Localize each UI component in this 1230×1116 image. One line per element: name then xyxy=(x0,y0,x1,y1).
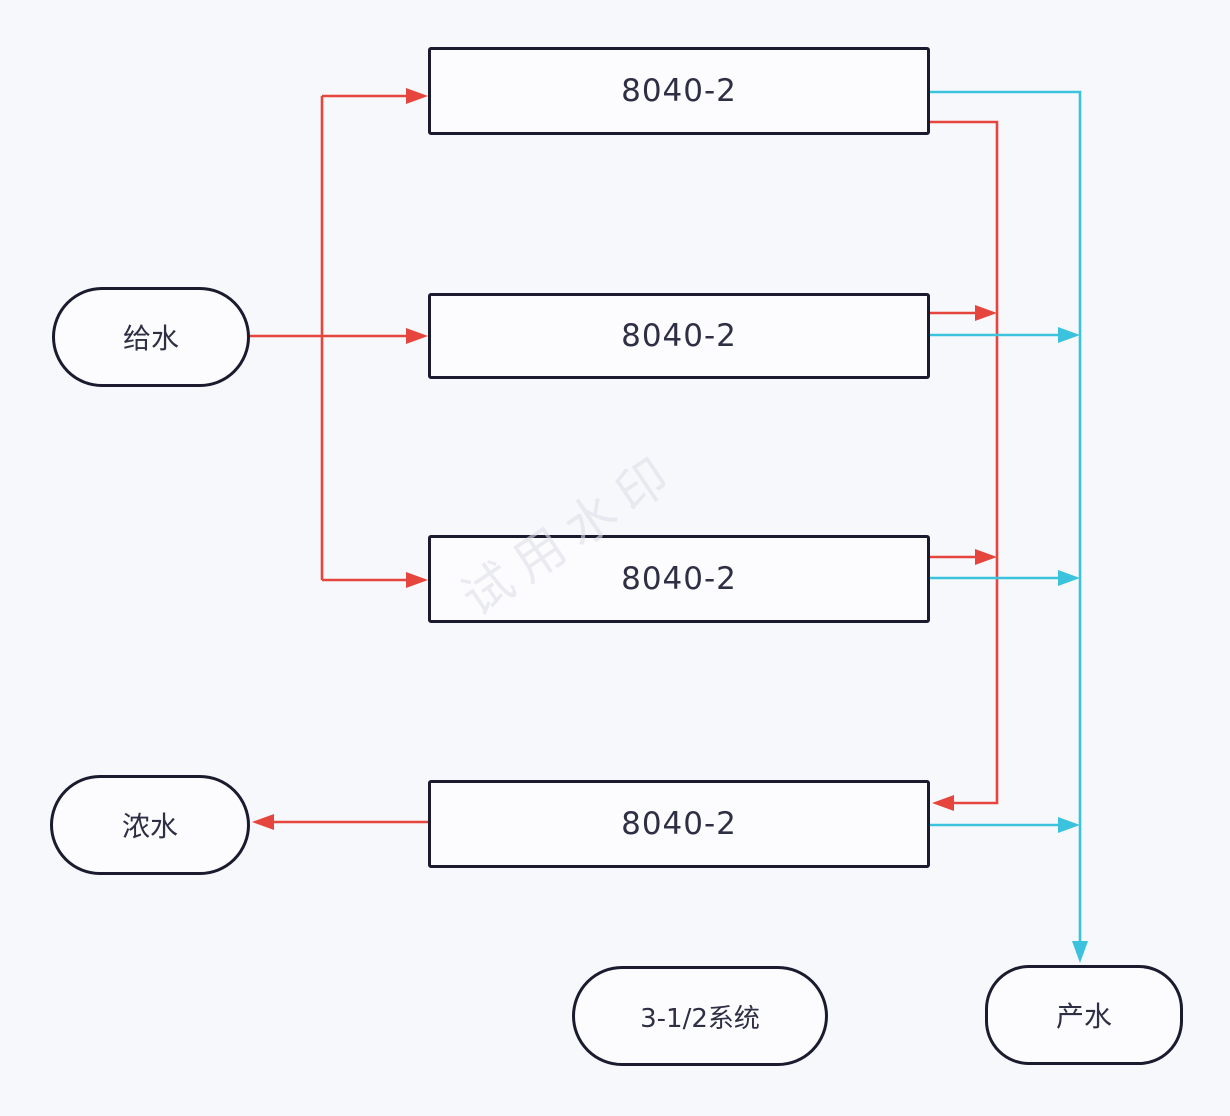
node-concentrate-water: 浓水 xyxy=(50,775,250,875)
edge-concentrate-trunk-to-membrane-4 xyxy=(930,120,999,805)
node-feed-water-label: 给水 xyxy=(122,322,179,355)
node-membrane-1: 8040-2 xyxy=(428,47,930,135)
node-system-title: 3-1/2系统 xyxy=(572,966,828,1066)
node-concentrate-water-label: 浓水 xyxy=(121,810,178,843)
node-feed-water: 给水 xyxy=(52,287,250,387)
arrowhead-into-product xyxy=(1072,941,1088,963)
arrowhead-into-membrane-1 xyxy=(406,88,428,104)
arrowhead-membrane-2-join-trunk xyxy=(975,305,997,321)
node-product-water-label: 产水 xyxy=(1055,1000,1112,1033)
arrowhead-permeate-3-join-trunk xyxy=(1058,570,1080,586)
node-membrane-3: 8040-2 xyxy=(428,535,930,623)
arrowhead-permeate-2-join-trunk xyxy=(1058,327,1080,343)
node-membrane-4-label: 8040-2 xyxy=(621,806,737,842)
arrowhead-membrane-3-join-trunk xyxy=(975,549,997,565)
arrowhead-into-membrane-2 xyxy=(406,328,428,344)
node-membrane-3-label: 8040-2 xyxy=(621,561,737,597)
node-membrane-4: 8040-2 xyxy=(428,780,930,868)
node-product-water: 产水 xyxy=(985,965,1183,1065)
arrowhead-into-concentrate xyxy=(252,814,274,830)
arrowhead-into-membrane-4 xyxy=(932,795,954,811)
arrowhead-permeate-4-join-trunk xyxy=(1058,817,1080,833)
node-membrane-2-label: 8040-2 xyxy=(621,318,737,354)
arrowhead-into-membrane-3 xyxy=(406,572,428,588)
node-membrane-2: 8040-2 xyxy=(428,293,930,379)
edge-permeate-trunk xyxy=(930,90,1082,945)
node-membrane-1-label: 8040-2 xyxy=(621,73,737,109)
node-system-title-label: 3-1/2系统 xyxy=(640,1003,760,1034)
